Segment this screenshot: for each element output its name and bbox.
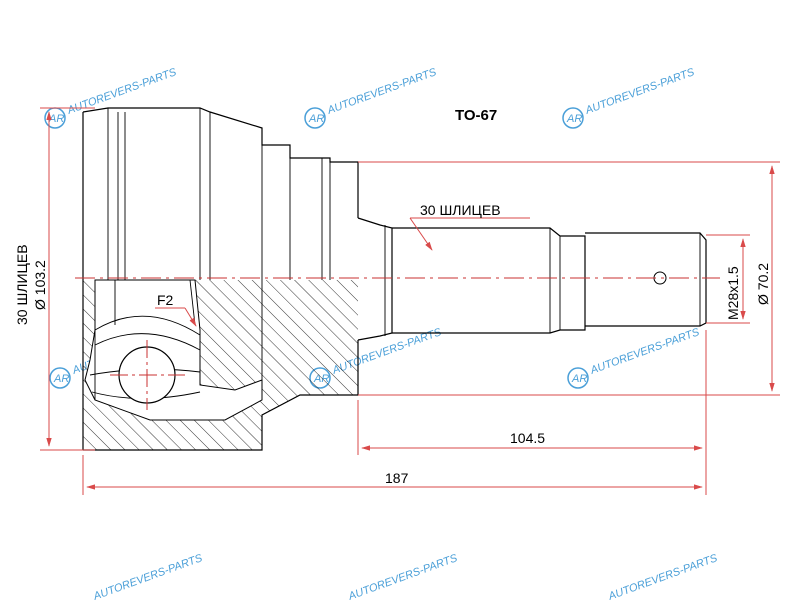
label-splines-top: 30 ШЛИЦЕВ — [420, 202, 501, 218]
watermark-logo-2: AR AUTOREVERS-PARTS — [304, 66, 439, 129]
label-length-stem: 104.5 — [510, 430, 545, 446]
watermark-text-bottom-2: AUTOREVERS-PARTS — [346, 552, 460, 600]
housing-outline — [82, 107, 359, 451]
ball-cage — [89, 315, 201, 410]
watermark-logo-text: AR — [308, 113, 324, 125]
label-f2: F2 — [157, 292, 174, 308]
watermark-logo-text: AR — [571, 373, 587, 385]
label-diameter-outer: Ø 103.2 — [32, 260, 48, 310]
watermark-logo-1: AR AUTOREVERS-PARTS — [44, 66, 179, 129]
watermark-text: AUTOREVERS-PARTS — [583, 66, 697, 117]
part-code-title: TO-67 — [455, 107, 497, 124]
watermark-logo-text: AR — [48, 113, 64, 125]
stem — [357, 217, 707, 341]
watermark-text-bottom-3: AUTOREVERS-PARTS — [606, 552, 720, 600]
watermark-text-bottom-1: AUTOREVERS-PARTS — [91, 552, 205, 600]
watermark-logo-6: AR AUTOREVERS-PARTS — [567, 326, 702, 389]
watermark-logo-text: AR — [566, 113, 582, 125]
label-diameter-abs: Ø 70.2 — [755, 263, 771, 305]
watermark-logo-3: AR AUTOREVERS-PARTS — [562, 66, 697, 129]
label-length-total: 187 — [385, 470, 409, 486]
label-thread: M28x1.5 — [725, 266, 741, 320]
watermark-logo-text: AR — [53, 373, 69, 385]
label-splines-left: 30 ШЛИЦЕВ — [14, 244, 30, 325]
watermark-text: AUTOREVERS-PARTS — [65, 66, 179, 117]
watermark-text: AUTOREVERS-PARTS — [325, 66, 439, 117]
dimension-lines — [40, 107, 780, 495]
watermark-text: AUTOREVERS-PARTS — [588, 326, 702, 377]
